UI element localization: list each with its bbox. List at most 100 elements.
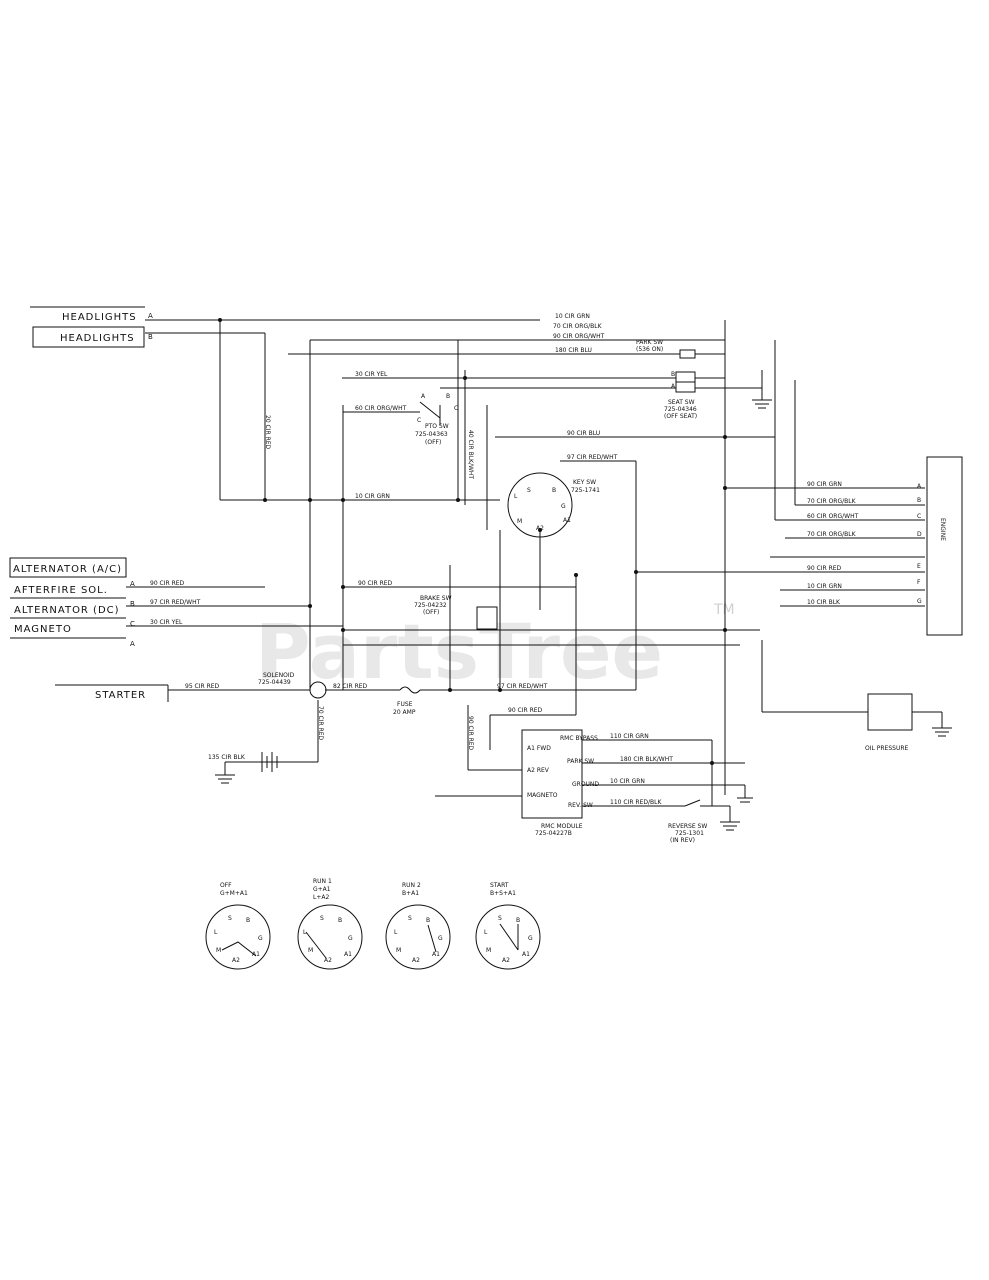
svg-text:G: G <box>258 935 263 942</box>
key-pos-run2-title: RUN 2 <box>402 882 421 889</box>
wire-label-70-red: 70 CIR RED <box>317 706 324 741</box>
svg-text:B: B <box>426 917 430 924</box>
engine-pin-b: B <box>917 497 921 504</box>
pin-c-alt: C <box>130 620 135 628</box>
solenoid-label: SOLENOID <box>263 672 295 679</box>
svg-text:L: L <box>484 929 488 936</box>
engine-connector: ENGINE A B C D E F G <box>917 456 963 636</box>
alternator-block: ALTERNATOR (A/C) AFTERFIRE SOL. ALTERNAT… <box>9 557 135 648</box>
rmc-part: 725-04227B <box>535 830 572 837</box>
wire-label-90-org-wht: 90 CIR ORG/WHT <box>553 333 605 340</box>
pto-sw-part: 725-04363 <box>415 431 448 438</box>
alternator-ac-label: ALTERNATOR (A/C) <box>13 564 122 575</box>
wire-label-eng-a: 90 CIR GRN <box>807 481 842 488</box>
rmc-input-a2: A2 REV <box>527 767 550 774</box>
wire-label-60-org-wht: 60 CIR ORG/WHT <box>355 405 407 412</box>
key-pos-run1-combo: G+A1 <box>313 886 331 893</box>
pin-b-alt: B <box>130 600 135 608</box>
wire-label-mid-82-red: 82 CIR RED <box>333 683 368 690</box>
svg-text:A1: A1 <box>522 951 530 958</box>
oil-pressure-sensor: OIL PRESSURE <box>865 693 952 752</box>
starter-connector: STARTER <box>55 684 169 702</box>
fuse-label: FUSE <box>397 701 413 708</box>
key-pos-off-combo: G+M+A1 <box>220 890 248 897</box>
svg-text:A1: A1 <box>432 951 440 958</box>
svg-text:S: S <box>498 915 502 922</box>
headlights-pin-a: A <box>148 312 153 320</box>
wire-label-mid-97-red-wht: 97 CIR RED/WHT <box>150 599 201 606</box>
svg-text:S: S <box>320 915 324 922</box>
key-sw-part: 725-1741 <box>571 487 600 494</box>
watermark-text: PartsTree <box>255 607 663 696</box>
svg-text:G: G <box>528 935 533 942</box>
wire-label-135-blk: 135 CIR BLK <box>208 754 246 761</box>
svg-text:L: L <box>394 929 398 936</box>
svg-text:M: M <box>396 947 401 954</box>
rmc-input-a1: A1 FWD <box>527 745 551 752</box>
reverse-switch: REVERSE SW 725-1301 (IN REV) <box>668 797 753 844</box>
pin-a-mag: A <box>130 640 135 648</box>
brake-sw-state: (OFF) <box>423 609 439 616</box>
reverse-sw-part: 725-1301 <box>675 830 704 837</box>
wire-label-rmc-park: 180 CIR BLK/WHT <box>620 756 673 763</box>
wire-label-97-red-wht: 97 CIR RED/WHT <box>567 454 618 461</box>
wire-label-mid-90-red-3: 90 CIR RED <box>508 707 543 714</box>
key-position-off: OFF G+M+A1 S B L G M A2 A1 <box>205 882 271 970</box>
wire-label-40-blk-wht: 40 CIR BLK/WHT <box>467 430 474 479</box>
wire-label-rmc-bypass: 110 CIR GRN <box>610 733 649 740</box>
rmc-out-park: PARK SW <box>567 758 594 765</box>
svg-text:A1: A1 <box>252 951 260 958</box>
rmc-out-bypass: RMC BYPASS <box>560 735 598 742</box>
svg-text:B: B <box>338 917 342 924</box>
junction-dots <box>218 318 727 765</box>
headlights-label-a: HEADLIGHTS <box>62 312 137 323</box>
svg-text:A1: A1 <box>344 951 352 958</box>
wire-label-rmc-ground: 10 CIR GRN <box>610 778 645 785</box>
pin-a-alt: A <box>130 580 135 588</box>
wire-labels: 10 CIR GRN 70 CIR ORG/BLK 90 CIR ORG/WHT… <box>150 313 859 806</box>
pto-sw-label: PTO SW <box>425 423 449 430</box>
svg-text:A: A <box>671 383 676 390</box>
park-switch: PARK SW (536 ON) <box>636 339 696 359</box>
wire-label-180-blu: 180 CIR BLU <box>555 347 592 354</box>
wire-label-eng-d: 70 CIR ORG/BLK <box>807 531 857 538</box>
brake-sw-label: BRAKE SW <box>420 595 452 602</box>
svg-text:C: C <box>454 405 458 412</box>
headlights-label-b: HEADLIGHTS <box>60 333 135 344</box>
svg-text:A2: A2 <box>502 957 510 964</box>
reverse-sw-state: (IN REV) <box>670 837 695 844</box>
wire-label-mid-95-red: 95 CIR RED <box>185 683 220 690</box>
engine-label: ENGINE <box>939 518 946 541</box>
brake-switch: BRAKE SW 725-04232 (OFF) <box>414 595 498 630</box>
rmc-module: A1 FWD A2 REV MAGNETO RMC BYPASS PARK SW… <box>521 729 599 837</box>
wire-label-eng-c: 60 CIR ORG/WHT <box>807 513 859 520</box>
engine-pin-f: F <box>917 579 921 586</box>
fuse: FUSE 20 AMP <box>393 686 421 716</box>
headlights-connector-a: HEADLIGHTS A <box>30 306 153 323</box>
wire-label-mid-90-red-2: 90 CIR RED <box>358 580 393 587</box>
svg-text:B: B <box>516 917 520 924</box>
key-sw-label: KEY SW <box>573 479 596 486</box>
engine-pin-g: G <box>917 598 922 605</box>
wire-label-90-blu: 90 CIR BLU <box>567 430 600 437</box>
oil-pressure-label: OIL PRESSURE <box>865 745 908 752</box>
wire-label-rmc-rev: 110 CIR RED/BLK <box>610 799 662 806</box>
key-switch: S B L G M A2 A1 KEY SW 725-1741 <box>507 472 600 538</box>
starter-label: STARTER <box>95 690 146 701</box>
alternator-dc-label: ALTERNATOR (DC) <box>14 605 120 616</box>
svg-text:M: M <box>216 947 221 954</box>
wire-label-eng-g: 10 CIR BLK <box>807 599 841 606</box>
magneto-label: MAGNETO <box>14 624 72 635</box>
park-sw-state: (536 ON) <box>636 346 663 353</box>
seat-sw-state: (OFF SEAT) <box>664 413 697 420</box>
wire-label-eng-f: 10 CIR GRN <box>807 583 842 590</box>
svg-text:L: L <box>214 929 218 936</box>
rmc-out-rev: REV. SW <box>568 802 593 809</box>
pto-switch: A B C C PTO SW 725-04363 (OFF) <box>415 393 458 446</box>
svg-text:M: M <box>517 518 522 525</box>
svg-text:A2: A2 <box>324 957 332 964</box>
seat-sw-part: 725-04346 <box>664 406 697 413</box>
key-pos-run1-title: RUN 1 <box>313 878 332 885</box>
wire-label-eng-e: 90 CIR RED <box>807 565 842 572</box>
